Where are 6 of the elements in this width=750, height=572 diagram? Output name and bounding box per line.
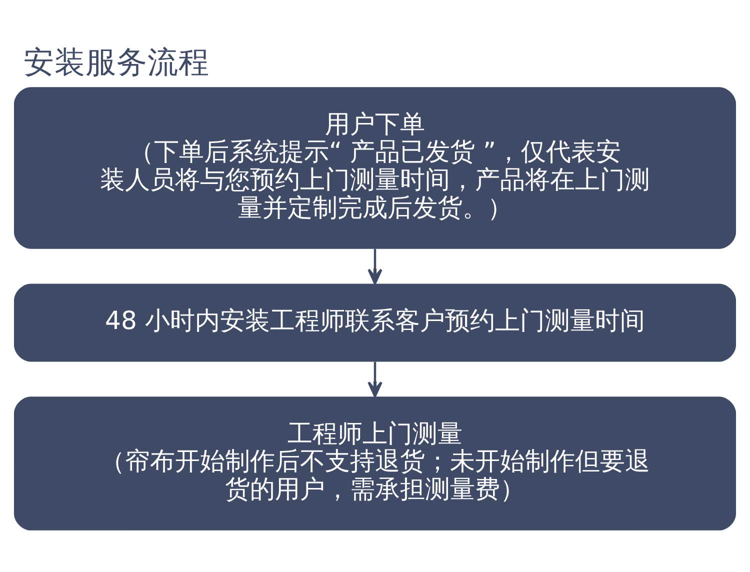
node-box: 用户下单 （下单后系统提示“ 产品已发货 ”，仅代表安装人员将与您预约上门测量时间，产品将在上门测量并定制完成后发货。）: [14, 86, 736, 248]
node-box: 工程师上门测量 （帘布开始制作后不支持退货；未开始制作但要退货的用户，需承担测量费）: [14, 396, 736, 530]
arrow: [368, 248, 382, 284]
node-box: 48 小时内安装工程师联系客户预约上门测量时间: [14, 283, 736, 362]
diagram-title: 安装服务流程: [23, 45, 210, 80]
arrow: [368, 361, 382, 397]
